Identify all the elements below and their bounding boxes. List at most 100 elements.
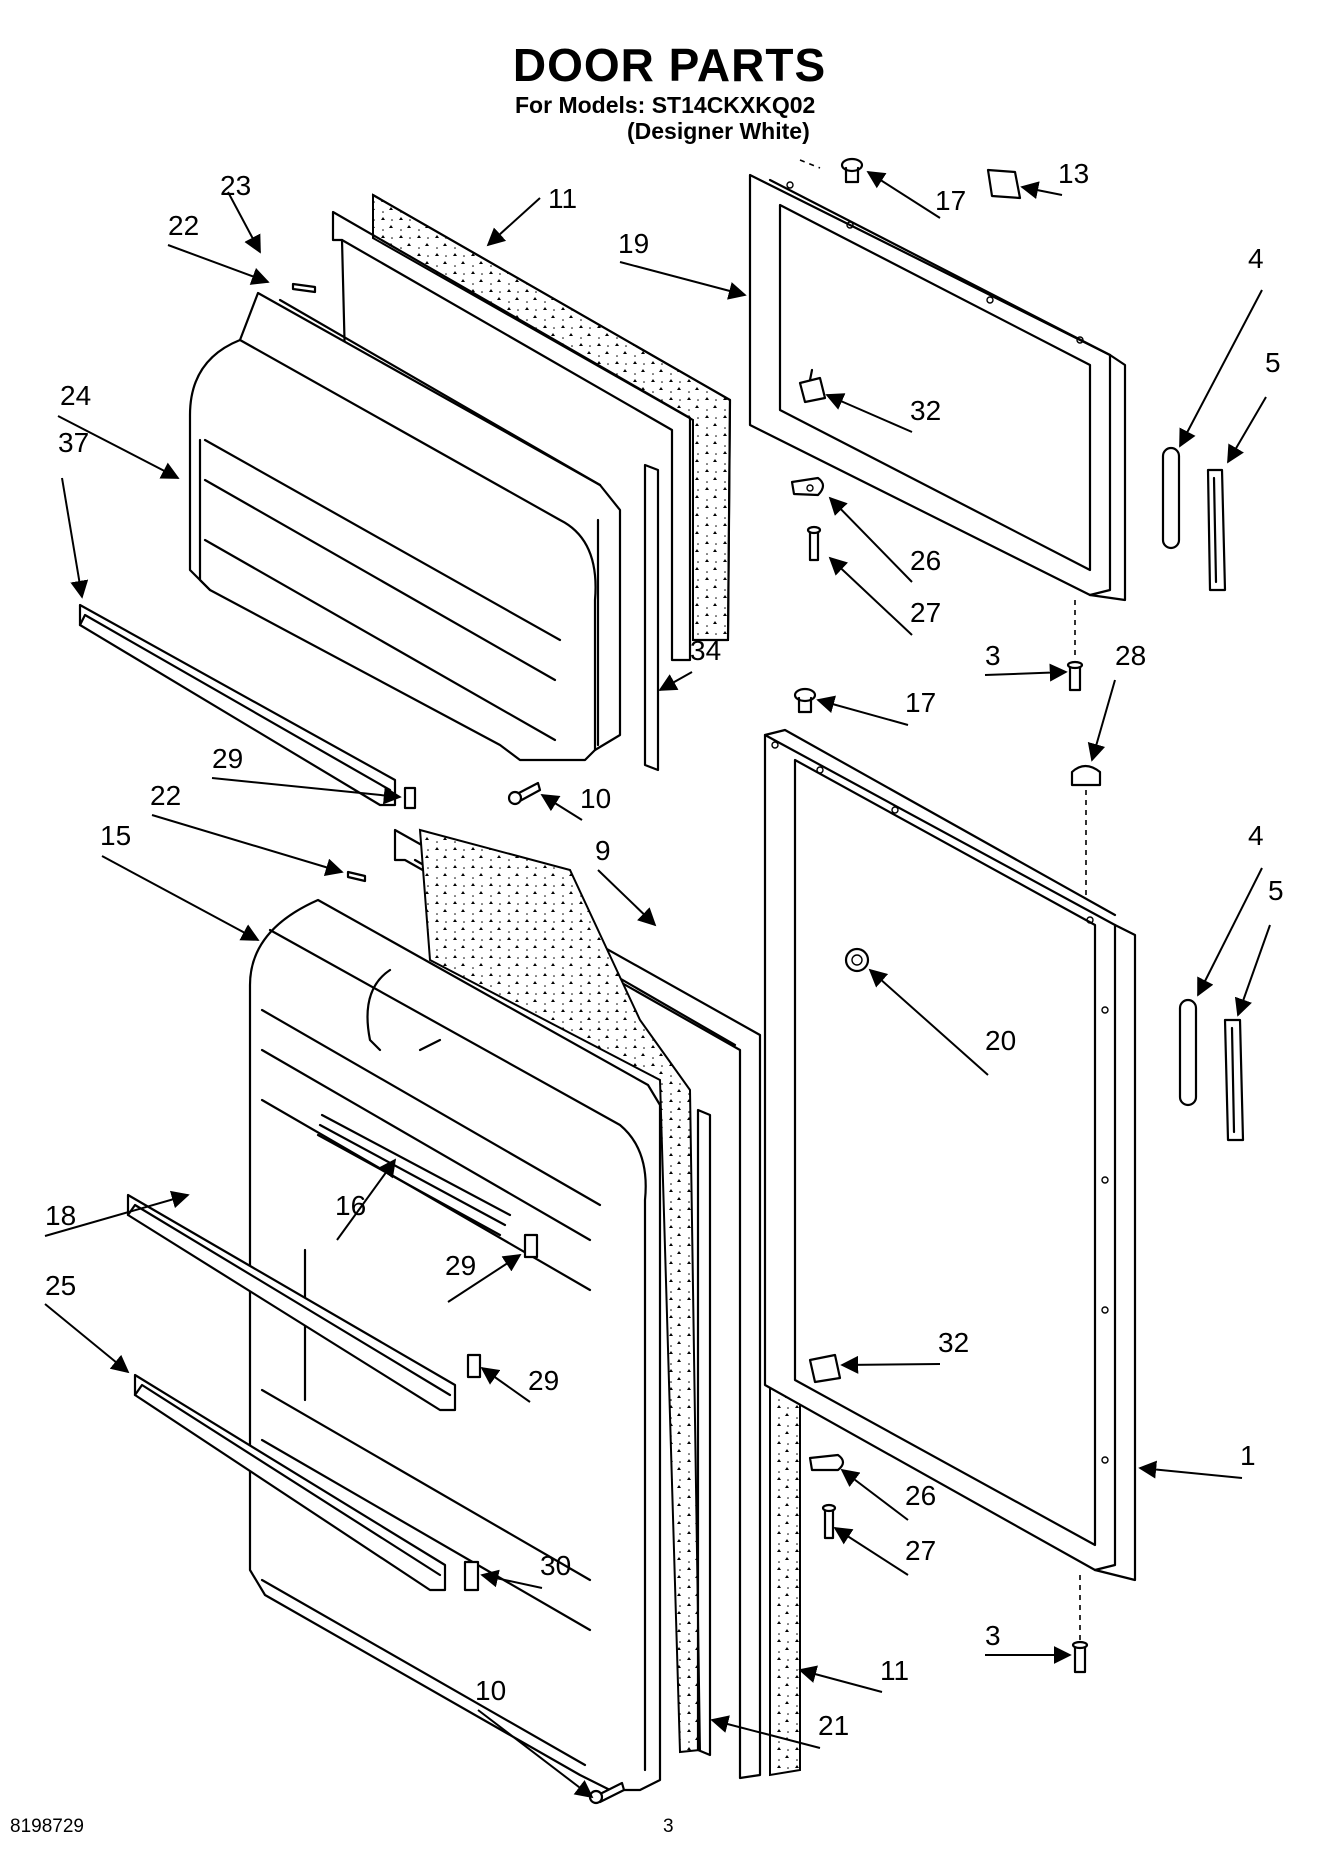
callout-c-5a: 5 [1265,347,1281,378]
upper-hinge-bracket [798,368,827,404]
callout-c-11a: 11 [548,183,577,214]
variant-line: (Designer White) [627,118,810,144]
callout-c-32b: 32 [938,1327,969,1358]
leader-line-c-18 [44,1190,190,1237]
leader-line-c-29a [211,777,402,805]
hinge-pin [790,476,825,497]
freezer-door-liner [188,291,622,762]
leader-line-c-20 [868,968,989,1076]
freezer-door-rail [78,603,397,807]
callout-c-17a: 17 [935,185,966,216]
callout-c-4b: 4 [1248,820,1264,851]
leader-line-c-26b [840,1468,909,1521]
leader-line-c-19 [619,261,747,300]
callout-c-16: 16 [335,1190,366,1221]
leader-line-c-22b [151,814,344,876]
callout-c-9: 9 [595,835,611,866]
page-number: 3 [663,1816,674,1837]
callout-c-24: 24 [60,380,91,411]
leader-line-c-9 [597,869,657,927]
leader-line-c-13 [1020,181,1063,200]
leader-line-c-4b [1197,867,1263,997]
leader-line-c-29b [447,1254,522,1303]
freezer-outer-door [748,159,1127,602]
callout-c-29b: 29 [445,1250,476,1281]
freezer-hinge-trim [643,463,660,772]
callout-c-37: 37 [58,427,89,458]
leader-line-c-11b [798,1665,883,1693]
leader-line-c-11a [486,197,541,247]
leader-line-c-24 [57,415,180,479]
leader-line-c-30 [480,1569,543,1589]
leader-line-c-28 [1087,679,1116,762]
freezer-foam-insulation [371,193,732,642]
callout-c-5b: 5 [1268,875,1284,906]
callout-c-26b: 26 [905,1480,936,1511]
lower-door-stop-screw [1071,1575,1089,1674]
leader-line-c-10b [477,1709,594,1799]
leader-line-c-29c [480,1366,531,1403]
callout-c-27b: 27 [905,1535,936,1566]
callout-c-23: 23 [220,170,251,201]
freezer-door-handle [1206,468,1227,592]
leader-line-c-34 [658,671,693,691]
fresh-food-outer-door [763,728,1137,1582]
dairy-compartment-trim [316,1113,512,1237]
callout-c-25: 25 [45,1270,76,1301]
callout-c-28: 28 [1115,640,1146,671]
lower-hinge-bracket [808,1353,842,1384]
fresh-food-door-liner [248,898,662,1792]
leader-line-c-4a [1179,289,1263,448]
callout-c-4a: 4 [1248,243,1264,274]
leader-line-c-5b [1234,924,1271,1017]
rail-clip-low [466,1353,482,1379]
lower-hinge-pin [808,1453,845,1472]
leader-line-c-16 [336,1158,397,1241]
callout-c-21: 21 [818,1710,849,1741]
callout-c-22a: 22 [168,210,199,241]
model-label-plate [986,168,1022,200]
fresh-food-hinge-trim [696,1108,712,1757]
door-stop-bumper [844,947,870,973]
freezer-door-gasket [331,210,692,662]
fresh-food-door-handle [1223,1018,1245,1142]
callout-c-13: 13 [1058,158,1089,189]
models-line: For Models: ST14CKXKQ02 [515,92,816,118]
callout-c-18: 18 [45,1200,76,1231]
door-stop-screw [1066,600,1084,692]
callout-c-20: 20 [985,1025,1016,1056]
callout-c-32a: 32 [910,395,941,426]
freezer-liner-screw [507,781,542,806]
fresh-food-handle-gasket [1178,998,1198,1107]
hinge-hole-plug [840,157,864,184]
leader-line-c-10a [540,794,583,821]
leader-line-c-22a [167,244,270,285]
leader-line-c-37 [61,477,89,599]
door-shelf-rail-lower [133,1373,447,1592]
callout-c-26a: 26 [910,545,941,576]
fresh-food-breaker-strip-end [346,870,367,883]
leader-line-c-1 [1138,1460,1243,1479]
freezer-breaker-strip-end [291,282,317,294]
callout-c-10b: 10 [475,1675,506,1706]
hinge-screw [806,525,822,562]
callout-c-1: 1 [1240,1440,1256,1471]
fresh-food-liner-screw [588,1781,626,1805]
rail-end-cap [463,1560,480,1592]
hinge-cover-cap [1070,764,1102,900]
leader-line-c-23 [227,191,261,254]
callout-c-10a: 10 [580,783,611,814]
model-subtitle: For Models: ST14CKXKQ02 (Designer White) [515,92,815,144]
callout-c-30: 30 [540,1550,571,1581]
leader-line-c-17b [816,695,909,726]
hinge-hole-plug-lower [793,687,817,714]
leader-line-c-27a [828,556,913,636]
callout-c-27a: 27 [910,597,941,628]
rail-clip-mid [523,1233,539,1259]
leader-line-c-5a [1227,396,1267,464]
leader-line-c-3a [984,663,1068,682]
leader-line-c-15 [101,855,260,941]
